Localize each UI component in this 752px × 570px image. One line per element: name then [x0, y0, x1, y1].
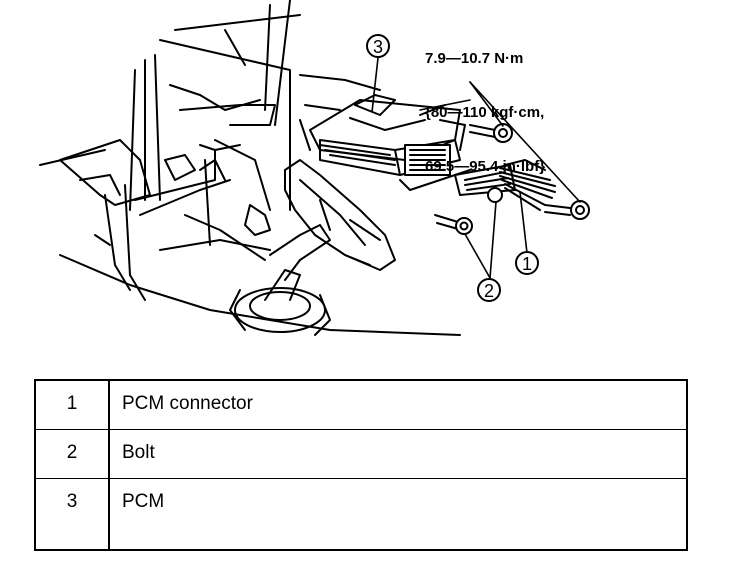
bolt-upper [469, 123, 513, 143]
pcm-unit [309, 94, 471, 191]
bolt-right [544, 200, 590, 220]
pcm-installation-diagram: 1 2 3 [39, 0, 590, 336]
callout-2-label: 2 [484, 281, 494, 301]
legend-description: PCM [109, 478, 687, 551]
legend-row: 3 PCM [35, 478, 687, 551]
legend-description: PCM connector [109, 379, 687, 430]
vehicle-panel-structure [39, 0, 461, 336]
pcm-connector [454, 159, 556, 211]
callout-3-label: 3 [373, 37, 383, 57]
callout-1-label: 1 [522, 254, 532, 274]
bolt-lower [434, 214, 473, 235]
legend-description: Bolt [109, 429, 687, 479]
hand-illustration [284, 159, 396, 271]
legend-number: 2 [35, 429, 110, 479]
torque-line-nm: 7.9—10.7 N·m [425, 50, 524, 67]
legend-number: 1 [35, 379, 110, 430]
callout-3: 3 [366, 34, 390, 58]
legend-number: 3 [35, 478, 110, 551]
parts-legend-table: 1 PCM connector 2 Bolt 3 PCM [34, 379, 688, 551]
leader-lines [371, 57, 581, 279]
shift-boot [229, 224, 331, 336]
legend-row: 2 Bolt [35, 429, 687, 479]
torque-specification: 7.9—10.7 N·m {80—110 kgf·cm, 69.5—95.4 i… [425, 14, 545, 194]
torque-line-inlbf: 69.5—95.4 in·lbf} [425, 158, 546, 175]
callout-2: 2 [477, 278, 501, 302]
torque-line-kgfcm: {80—110 kgf·cm, [425, 104, 545, 121]
callout-1: 1 [515, 251, 539, 275]
legend-row: 1 PCM connector [35, 379, 687, 430]
bolt-lower-right [487, 187, 503, 203]
